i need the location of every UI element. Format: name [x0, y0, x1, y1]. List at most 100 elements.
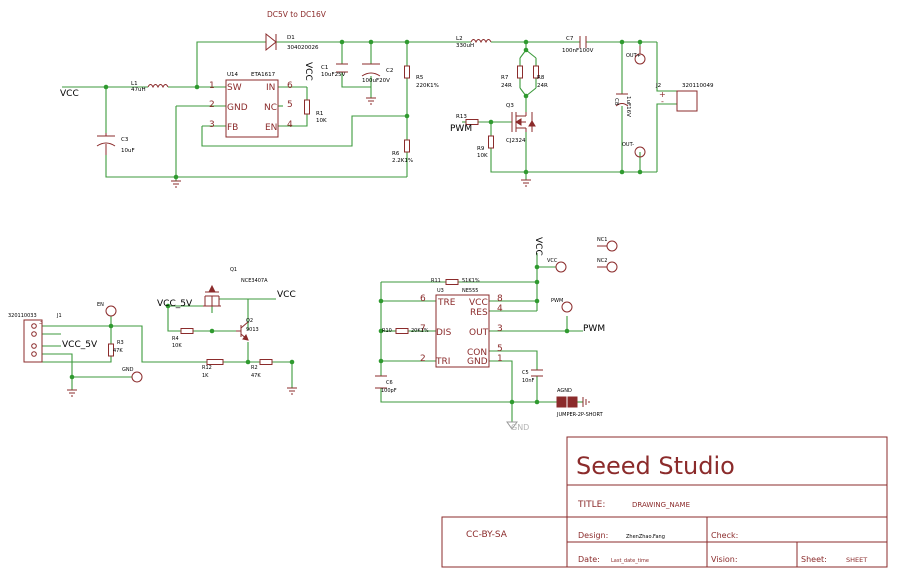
title-block: Seeed Studio TITLE: DRAWING_NAME CC-BY-S… [441, 436, 888, 568]
date-label: Date: [578, 555, 600, 564]
resistor-r5: R5 220K1% [404, 65, 439, 89]
company-name: Seeed Studio [576, 452, 735, 480]
q3-ref: Q3 [506, 103, 514, 109]
r3-value: 47K [113, 348, 123, 354]
u14-pin-num: 4 [287, 120, 293, 130]
testpoint-out-plus: OUT+ [626, 46, 646, 65]
j1-ref: J1 [56, 313, 62, 319]
u3-pin-name: RES [470, 308, 488, 318]
out-minus-label: OUT- [622, 142, 634, 148]
c5-ref: C5 [522, 370, 529, 376]
resistor-r10: R10 20K1% [382, 328, 429, 334]
r10-value: 20K1% [411, 328, 429, 334]
nc2-label: NC2 [597, 258, 607, 264]
r9-ref: R9 [477, 146, 485, 152]
title-label: TITLE: [577, 500, 605, 510]
j1-value: 320110033 [8, 313, 37, 319]
d1-ref: D1 [287, 35, 295, 41]
u3-value: NE555 [462, 288, 478, 294]
u14-pin-num: 2 [209, 100, 215, 110]
ic-u3: U3 NE555 6 TRE 7 DIS 2 TRI 8 VCC 4 RES 3… [420, 288, 503, 368]
ground-symbol [366, 97, 376, 105]
r7-ref: R7 [501, 75, 509, 81]
r11-value: 51K1% [462, 278, 480, 284]
c7-ref: C7 [566, 36, 574, 42]
u3-pin-name: OUT [469, 328, 489, 338]
r6-ref: R6 [392, 151, 400, 157]
ground-label: GND [511, 423, 529, 432]
j2-ref: J2 [655, 83, 661, 89]
pwm-output-label: PWM [583, 324, 605, 334]
u3-pin-name: TRI [435, 357, 450, 367]
resistor-r1: R1 10K [304, 99, 327, 124]
u3-pin-name: TRE [437, 298, 456, 308]
j2-minus: - [661, 97, 664, 106]
c3-value: 10uF [121, 148, 135, 154]
out-plus-label: OUT+ [626, 53, 641, 59]
u3-pin-num: 5 [497, 344, 503, 354]
j2-plus: + [659, 90, 666, 99]
r4-ref: R4 [172, 336, 179, 342]
l2-value: 330uH [456, 43, 474, 49]
r12-value: 1K [202, 373, 209, 379]
ground-symbol [67, 389, 77, 397]
c6-ref: C6 [386, 380, 393, 386]
ground-symbol [287, 387, 297, 395]
u14-pin-name: FB [227, 123, 238, 133]
u14-pin-num: 5 [287, 100, 293, 110]
c2-value: 100uF20V [362, 78, 390, 84]
c5-value: 10nF [522, 378, 535, 384]
resistor-r8: R8 24R [533, 65, 548, 89]
diode-d1: D1 304020026 [265, 32, 319, 52]
u3-pin-name: CON [467, 348, 487, 358]
q1-ref: Q1 [230, 267, 237, 273]
u3-ref: U3 [437, 288, 444, 294]
q2-value: 9013 [246, 327, 259, 333]
c8-ref: C8 [613, 98, 619, 106]
r7-value: 24R [501, 83, 512, 89]
jumper-agnd: AGND JUMPER-2P-SHORT [556, 388, 604, 418]
en-label: EN [97, 302, 104, 308]
capacitor-c5: C5 10nF [522, 369, 543, 384]
capacitor-c7: C7 100nF100V [562, 36, 594, 54]
r1-value: 10K [316, 118, 327, 124]
r3-ref: R3 [117, 340, 124, 346]
capacitor-c3: C3 10uF [96, 133, 135, 155]
l2-ref: L2 [456, 36, 463, 42]
transistor-q2: Q2 9013 [236, 318, 259, 341]
u3-pin-num: 1 [497, 354, 503, 364]
sheet-value: SHEET [846, 556, 867, 564]
u3-pin-name: GND [467, 357, 488, 367]
resistor-r6: R6 2.2K1% [392, 139, 413, 164]
u14-pin-num: 1 [209, 81, 215, 91]
inductor-l2: L2 330uH [456, 36, 492, 49]
date-value: Last_date_time [611, 558, 649, 564]
timer-vcc-flag: VCC [547, 258, 558, 264]
u3-pin-num: 2 [420, 354, 426, 364]
u3-pin-name: DIS [436, 328, 452, 338]
title-value: DRAWING_NAME [632, 501, 690, 509]
resistor-r12: R12 1K [202, 359, 224, 379]
q2-ref: Q2 [246, 318, 253, 324]
ground-symbol [521, 179, 531, 187]
u3-pin-num: 4 [497, 304, 503, 314]
u3-pin-num: 8 [497, 294, 503, 304]
jumper-label: JUMPER-2P-SHORT [556, 412, 604, 418]
testpoint-nc2: NC2 [597, 258, 618, 273]
c3-ref: C3 [121, 137, 129, 143]
r5-ref: R5 [416, 75, 424, 81]
ground-symbol: GND [506, 421, 529, 432]
gnd-label: GND [122, 367, 134, 373]
vision-label: Vision: [711, 555, 738, 564]
pwm-flag: PWM [551, 298, 563, 304]
l1-ref: L1 [131, 81, 138, 87]
d1-value: 304020026 [287, 45, 319, 51]
license-label: CC-BY-SA [466, 530, 508, 540]
testpoint-nc1: NC1 [597, 237, 618, 252]
inductor-l1: L1 47uH [131, 81, 169, 93]
r1-ref: R1 [316, 111, 323, 117]
timer-vcc-vertical: VCC [533, 237, 543, 256]
r11-ref: R11 [431, 278, 441, 284]
